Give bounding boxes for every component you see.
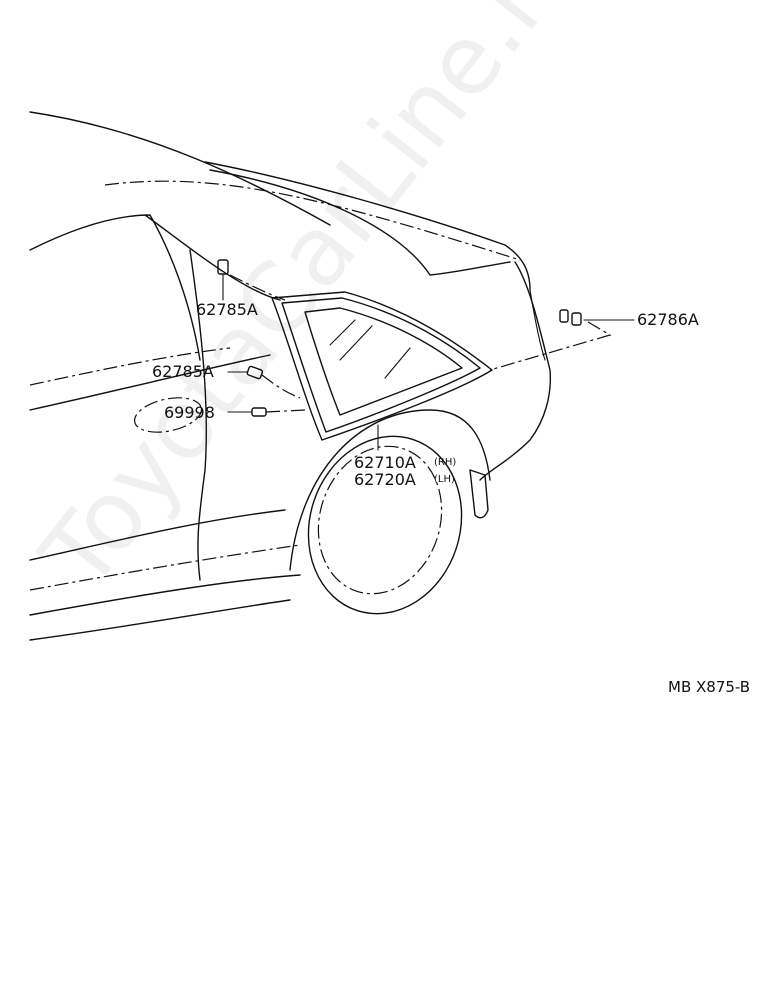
label-glass-lh: 62720A [354,470,416,489]
clip-lower-icon [246,365,264,380]
label-clip-lower: 62785A [152,362,214,381]
label-clip-rear: 62786A [637,310,699,329]
diagram-code: MB X875-B [668,678,751,696]
roof-phantom-line [104,180,521,261]
label-clip-upper: 62785A [196,300,258,319]
tail-light-edge [529,289,546,361]
mud-guard [469,469,489,519]
quarter-glass-pane [304,307,463,416]
rocker-line-3 [29,599,291,641]
rocker-phantom-line [29,544,301,591]
label-spacer: 69998 [164,403,215,422]
clip-rear-icon-1 [559,309,569,323]
clip-upper-icon [217,259,229,275]
leader-clip-lower-dash [261,374,301,399]
wheel-arch [289,409,491,571]
trunk-lid [204,161,531,291]
label-glass-rh: 62710A [354,453,416,472]
clip-rear-icon-2 [571,312,582,326]
leader-spacer-dash [265,409,306,413]
c-pillar [144,214,281,301]
rocker-line-1 [29,509,286,561]
label-glass-lh-side: (LH) [434,474,455,485]
quarter-glass-outer [271,291,493,441]
spacer-icon [251,407,267,417]
glass-reflection-2 [339,325,373,361]
trunk-lid-inner [209,169,511,276]
glass-reflection-3 [384,347,411,379]
emblem-ellipse [133,397,203,433]
label-glass-rh-side: (RH) [434,457,457,468]
quarter-glass-mid [281,297,481,433]
rear-tire [307,435,463,615]
leader-clip-rear-dash [489,321,612,371]
door-phantom-line [29,347,231,386]
rocker-line-2 [29,574,301,616]
glass-reflection-1 [329,319,356,346]
body-side-upper [29,214,201,361]
tire-phantom-line [317,445,443,595]
door-edge [189,249,208,581]
roof-line [29,111,331,226]
belt-line [29,354,271,411]
leader-clip-upper-dash [229,274,286,301]
